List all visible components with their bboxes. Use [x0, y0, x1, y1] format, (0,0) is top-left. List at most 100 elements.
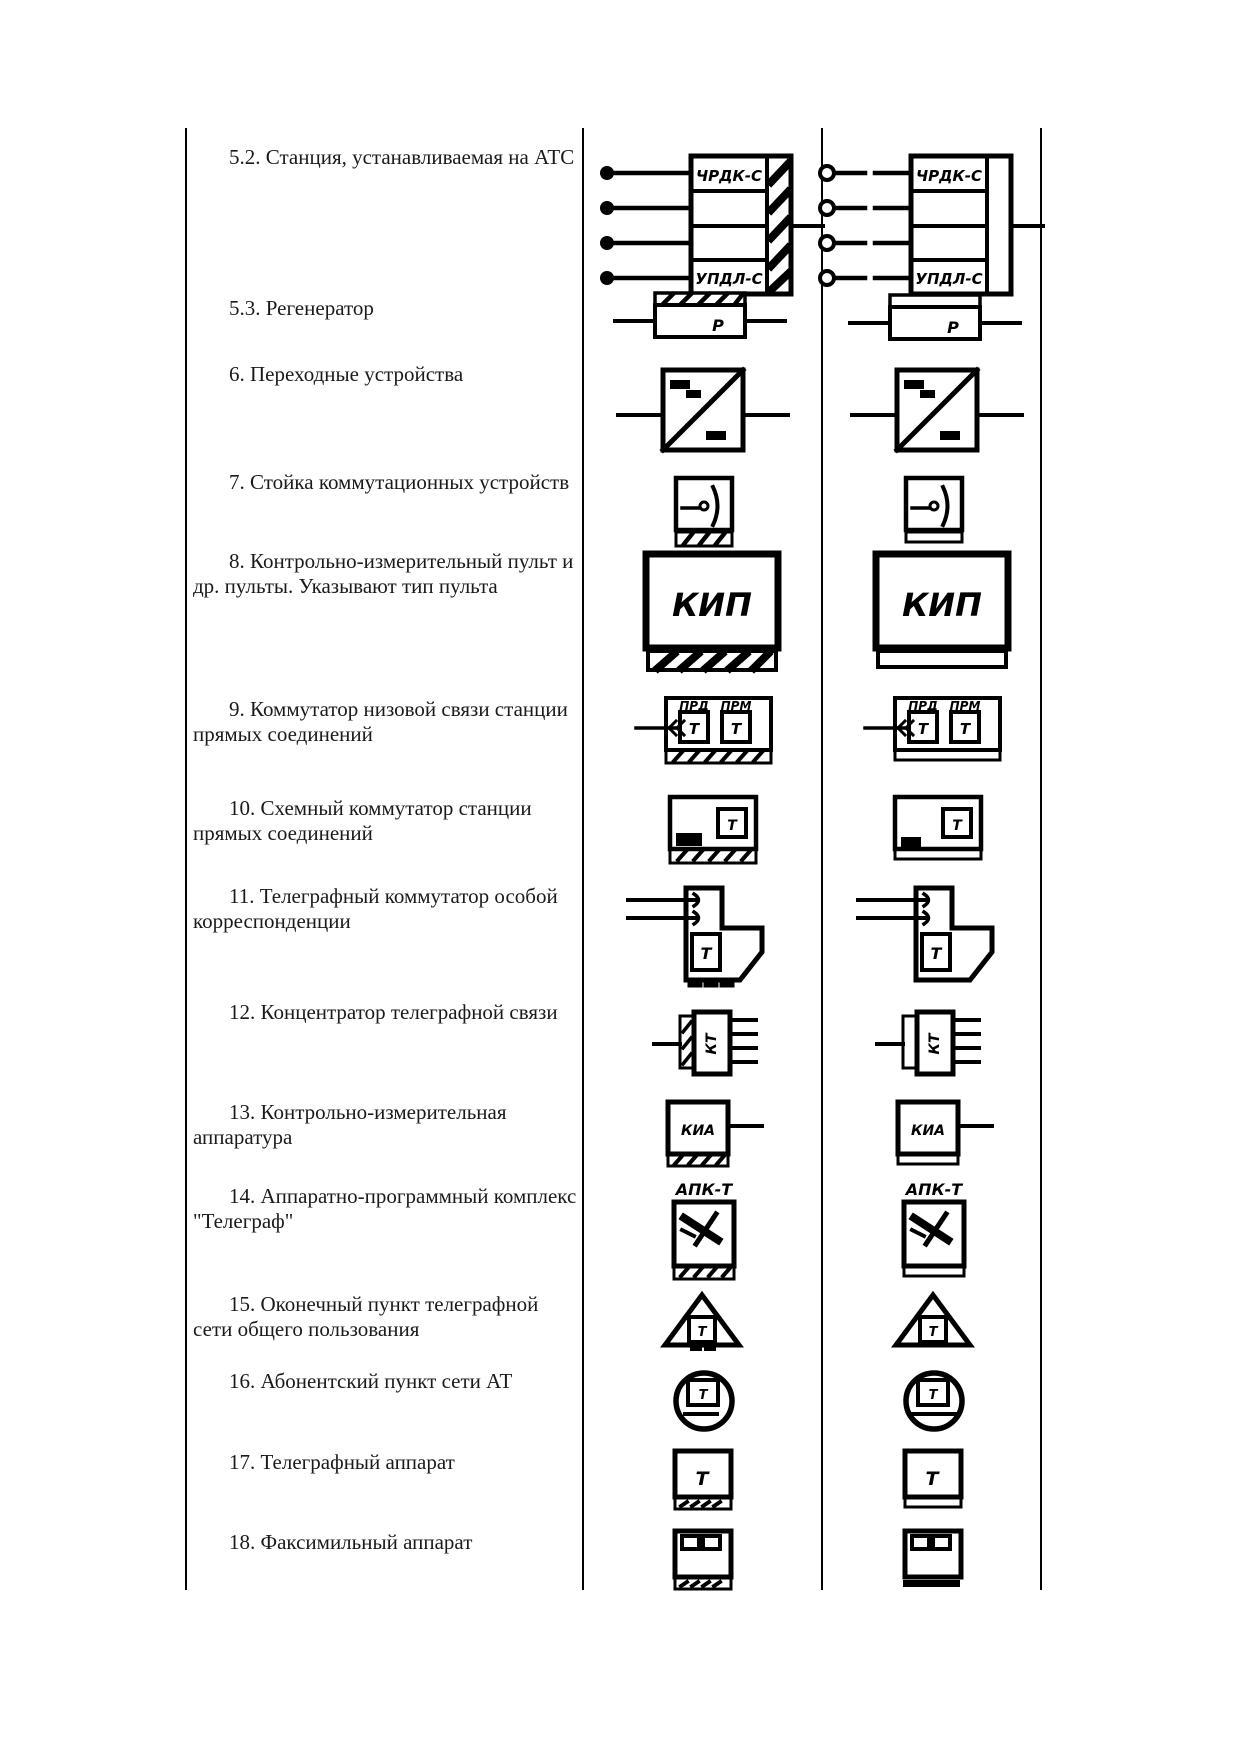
symbol-label: Т [698, 1325, 708, 1340]
symbol-label: ЧРДК-С [916, 167, 982, 185]
regenerator-symbol-right: Р [848, 293, 1022, 341]
row-text-line: аппаратура [193, 1125, 293, 1149]
symbol-label: Т [696, 1468, 711, 1490]
row-text: 12. Концентратор телеграфной связи [193, 1000, 579, 1025]
symbol-label: Т [960, 720, 972, 738]
symbol-label: АПК-Т [674, 1180, 733, 1199]
row-text-line: 14. Аппаратно-программный комплекс [229, 1184, 577, 1208]
row-text: 8. Контрольно-измерительный пульт и др. … [193, 549, 579, 599]
symbol-label: ПРД [908, 699, 938, 713]
symbol-label: Т [929, 1325, 939, 1340]
apk-t-complex-symbol-left: АПК-Т [671, 1180, 737, 1281]
kia-equipment-symbol-right: КИА [895, 1099, 994, 1166]
symbol-label: КТ [927, 1032, 943, 1054]
symbol-label: Т [952, 818, 963, 834]
symbol-label: КИП [672, 586, 752, 624]
row-text: 17. Телеграфный аппарат [193, 1450, 579, 1475]
kia-equipment-symbol-left: КИА [665, 1099, 764, 1168]
symbol-label: Т [929, 1388, 939, 1403]
row-text-line: 18. Факсимильный аппарат [229, 1530, 473, 1554]
row-text-line: прямых соединений [193, 821, 373, 845]
symbol-label: Т [727, 818, 738, 834]
symbol-label: КИП [902, 586, 982, 624]
table-border-left [185, 128, 187, 1590]
table-border-mid1 [582, 128, 584, 1590]
row-text-line: др. пульты. Указывают тип пульта [193, 574, 498, 598]
symbol-label: Р [712, 316, 724, 335]
transition-device-symbol-right [850, 366, 1024, 454]
telegraph-apparatus-symbol-left: Т [672, 1448, 734, 1511]
scheme-switch-symbol-left: Т [667, 794, 759, 865]
row-text: 14. Аппаратно-программный комплекс "Теле… [193, 1184, 579, 1234]
symbol-label: АПК-Т [904, 1180, 963, 1199]
telegraph-concentrator-symbol-right: КТ [875, 1009, 981, 1077]
row-text-line: "Телеграф" [193, 1209, 294, 1233]
subscriber-point-symbol-left: Т [673, 1370, 735, 1432]
row-text-line: 17. Телеграфный аппарат [229, 1450, 455, 1474]
regenerator-symbol-left: Р [613, 290, 787, 339]
row-text: 9. Коммутатор низовой связи станции прям… [193, 697, 579, 747]
symbol-label: Т [701, 944, 713, 963]
table-border-right [1040, 128, 1042, 1590]
kip-console-symbol-left: КИП [642, 550, 782, 674]
row-text-line: 6. Переходные устройства [229, 362, 464, 386]
row-text-line: 12. Концентратор телеграфной связи [229, 1000, 558, 1024]
telegraph-concentrator-symbol-left: КТ [652, 1009, 758, 1077]
row-text-line: корреспонденции [193, 909, 351, 933]
row-text-line: сети общего пользования [193, 1317, 420, 1341]
row-text-line: 10. Схемный коммутатор станции [229, 796, 532, 820]
atc-station-symbol-left: ЧРДК-С УПДЛ-С [600, 153, 825, 297]
transition-device-symbol-left [616, 366, 790, 454]
switching-rack-symbol-left [673, 475, 735, 548]
row-text-line: 11. Телеграфный коммутатор особой [229, 884, 558, 908]
row-text-line: 7. Стойка коммутационных устройств [229, 470, 570, 494]
switching-rack-symbol-right [903, 475, 965, 544]
symbol-label: Т [689, 720, 701, 738]
scheme-switch-symbol-right: Т [892, 794, 984, 861]
row-text: 18. Факсимильный аппарат [193, 1530, 579, 1555]
row-text-line: 8. Контрольно-измерительный пульт и [229, 549, 574, 573]
row-text: 5.2. Станция, устанавливаемая на АТС [193, 145, 579, 170]
symbol-label: ЧРДК-С [696, 167, 762, 185]
row-text: 6. Переходные устройства [193, 362, 579, 387]
special-correspondence-switch-symbol-left: Т [626, 885, 765, 988]
subscriber-point-symbol-right: Т [903, 1370, 965, 1432]
symbol-label: ПРМ [950, 699, 981, 713]
symbol-label: УПДЛ-С [695, 270, 762, 288]
symbol-label: Т [931, 944, 943, 963]
terminal-point-symbol-right: Т [891, 1290, 975, 1348]
symbol-label: КТ [704, 1032, 720, 1054]
row-text: 5.3. Регенератор [193, 296, 579, 321]
apk-t-complex-symbol-right: АПК-Т [901, 1180, 967, 1278]
symbol-label: ПРД [679, 699, 709, 713]
fax-apparatus-symbol-right [902, 1528, 964, 1587]
symbol-label: Т [731, 720, 743, 738]
row-text-line: 5.3. Регенератор [229, 296, 374, 320]
row-text-line: 9. Коммутатор низовой связи станции [229, 697, 568, 721]
symbol-label: Т [926, 1468, 941, 1490]
row-text-line: 16. Абонентский пункт сети АТ [229, 1369, 513, 1393]
symbol-label: Т [699, 1388, 709, 1403]
symbol-label: УПДЛ-С [915, 270, 982, 288]
low-level-switch-symbol-right: ПРД ПРМ Т Т [863, 696, 1002, 762]
symbol-label: КИА [681, 1123, 715, 1139]
row-text: 15. Оконечный пункт телеграфной сети общ… [193, 1292, 579, 1342]
table-border-mid2 [821, 128, 823, 1590]
symbol-label: КИА [911, 1123, 945, 1139]
row-text: 7. Стойка коммутационных устройств [193, 470, 579, 495]
symbol-label: Р [947, 318, 959, 337]
row-text: 13. Контрольно-измерительная аппаратура [193, 1100, 579, 1150]
special-correspondence-switch-symbol-right: Т [856, 885, 995, 983]
row-text-line: прямых соединений [193, 722, 373, 746]
kip-console-symbol-right: КИП [872, 550, 1012, 669]
atc-station-symbol-right: ЧРДК-С УПДЛ-С [818, 153, 1045, 297]
row-text: 10. Схемный коммутатор станции прямых со… [193, 796, 579, 846]
row-text-line: 5.2. Станция, устанавливаемая на АТС [229, 145, 575, 169]
symbol-label: ПРМ [721, 699, 752, 713]
row-text: 16. Абонентский пункт сети АТ [193, 1369, 579, 1394]
terminal-point-symbol-left: Т [660, 1290, 744, 1351]
low-level-switch-symbol-left: ПРД ПРМ Т Т [634, 696, 773, 765]
row-text-line: 15. Оконечный пункт телеграфной [229, 1292, 539, 1316]
telegraph-apparatus-symbol-right: Т [902, 1448, 964, 1509]
